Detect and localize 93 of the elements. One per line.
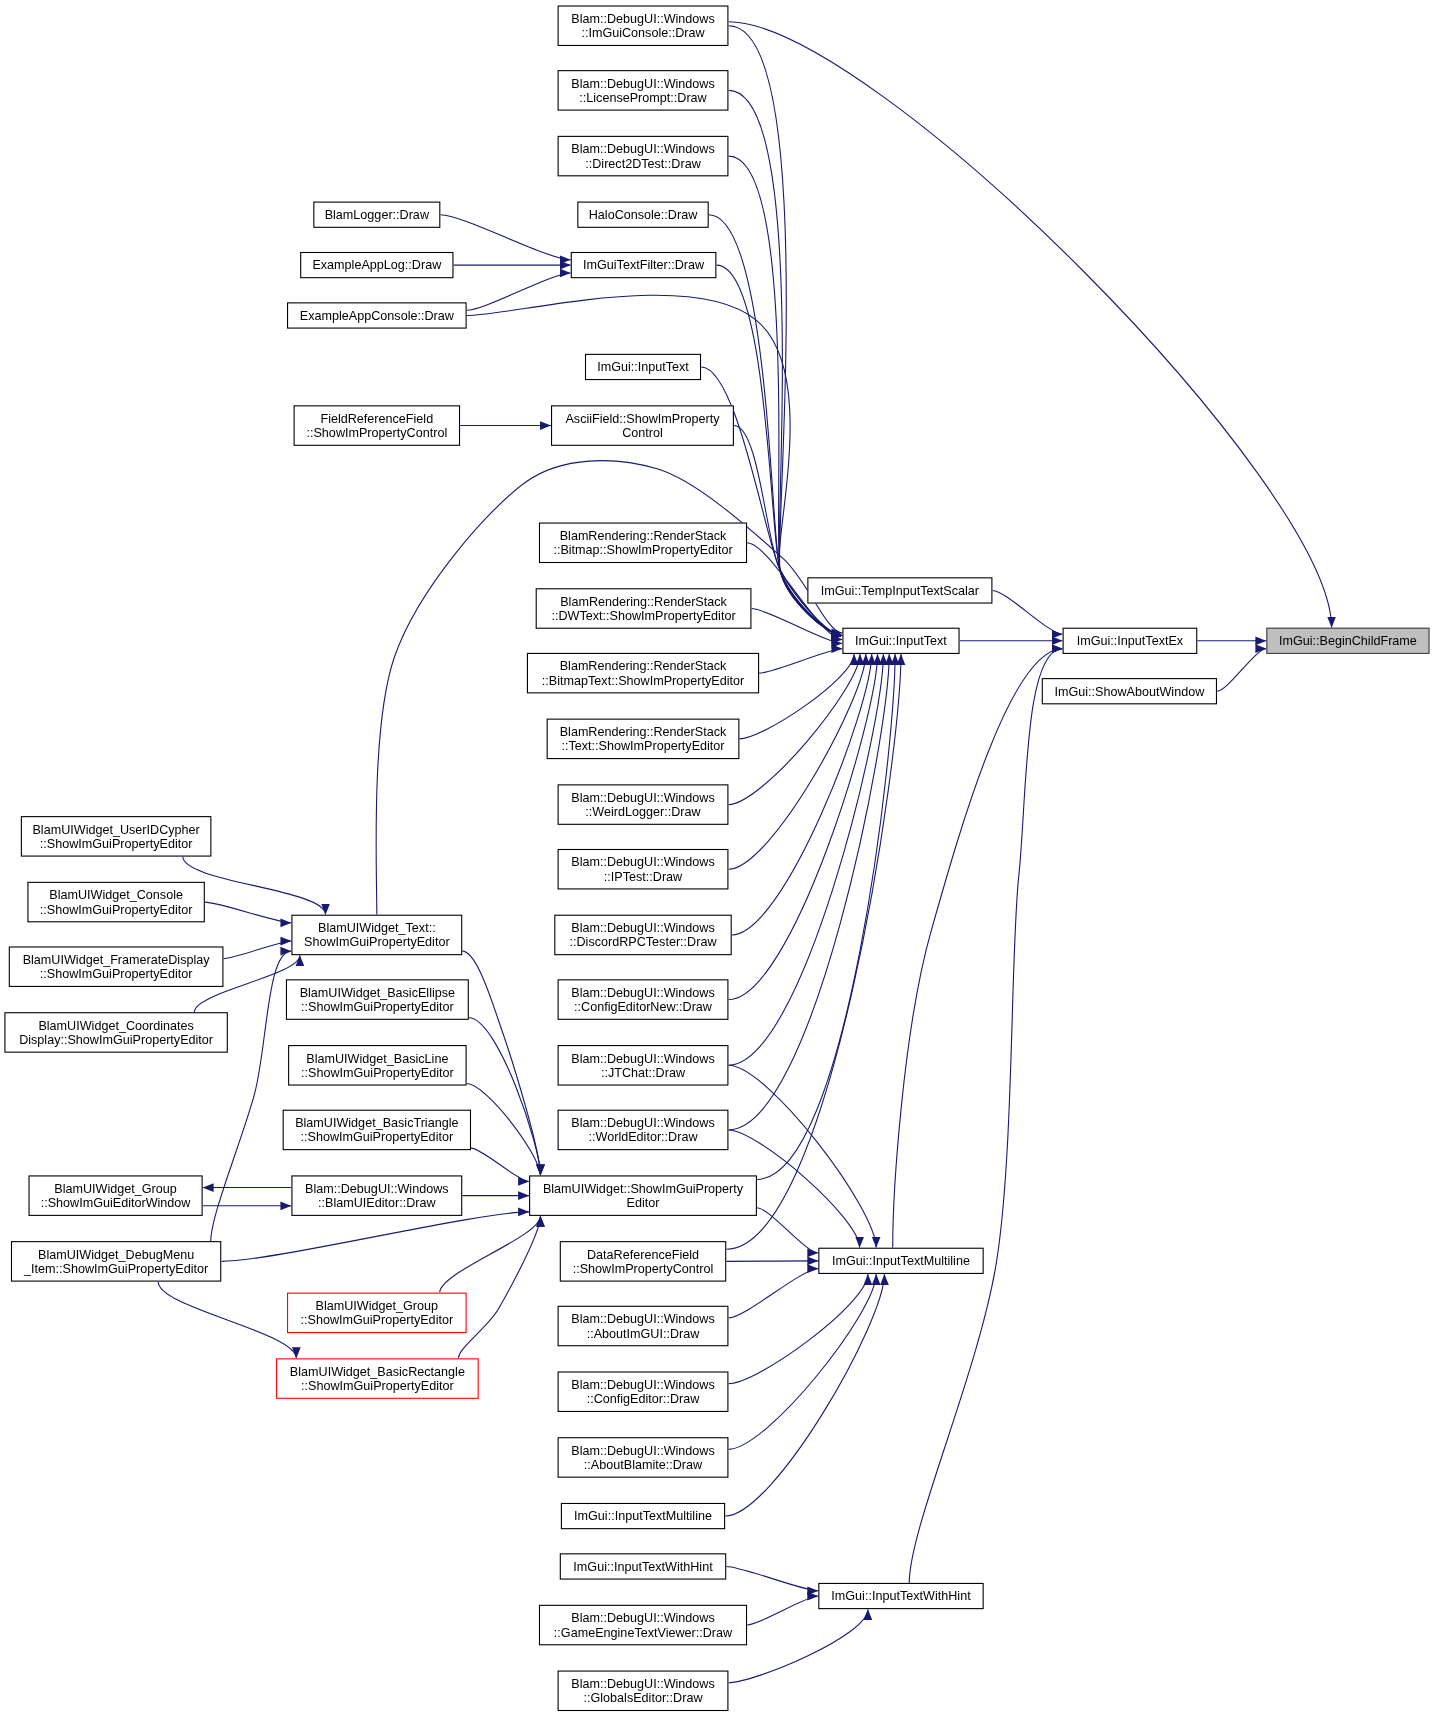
call-arrow <box>202 1183 292 1192</box>
function-box: ImGui::InputTextWithHint <box>818 1582 984 1610</box>
call-arrow <box>727 653 863 806</box>
function-box: Blam::DebugUI::Windows ::AboutBlamite::Draw <box>557 1437 729 1478</box>
function-box: ImGui::TempInputTextScalar <box>807 577 993 604</box>
call-arrow <box>959 636 1064 646</box>
call-arrow <box>375 460 843 916</box>
call-arrow <box>204 901 292 927</box>
call-arrow <box>727 1273 870 1385</box>
function-box: ImGui::InputTextWithHint <box>559 1553 727 1580</box>
call-arrow <box>470 1147 530 1184</box>
call-arrow <box>457 1215 544 1359</box>
function-box: Blam::DebugUI::Windows ::WeirdLogger::Draw <box>557 784 729 825</box>
function-box: Blam::DebugUI::Windows ::JTChat::Draw <box>557 1045 729 1086</box>
function-box: Blam::DebugUI::Windows ::BlamUIEditor::Draw <box>291 1175 463 1216</box>
function-box: ExampleAppConsole::Draw <box>287 302 467 329</box>
call-arrow <box>725 1565 819 1595</box>
call-arrow <box>727 1064 879 1249</box>
call-arrow <box>758 645 843 674</box>
function-box: BlamUIWidget_Group ::ShowImGuiPropertyEditor <box>287 1292 467 1334</box>
call-arrow <box>466 1083 543 1176</box>
function-box: Blam::DebugUI::Windows ::GlobalsEditor::Draw <box>557 1670 729 1712</box>
function-box: BlamUIWidget_BasicEllipse ::ShowImGuiPropertyEditor <box>285 979 469 1020</box>
function-box: ImGui::ShowAboutWindow <box>1041 678 1217 705</box>
call-arrow <box>452 260 572 270</box>
call-arrow <box>439 214 572 263</box>
function-box: BlamRendering::RenderStack ::Text::ShowImPropertyEditor <box>546 718 740 760</box>
call-arrow <box>746 542 843 641</box>
call-arrow <box>750 607 843 647</box>
call-arrow <box>193 954 301 1013</box>
function-box: Blam::DebugUI::Windows ::ImGuiConsole::Draw <box>557 5 729 46</box>
function-box: BlamUIWidget_Coordinates Display::ShowImGuiPropertyEditor <box>4 1012 228 1053</box>
function-box: DataReferenceField ::ShowImPropertyControl <box>559 1241 727 1282</box>
function-box: ImGui::InputText <box>842 627 960 654</box>
function-box: BlamUIWidget_Console ::ShowImGuiPropertyEditor <box>27 881 205 923</box>
function-box: BlamRendering::RenderStack ::DWText::ShowImPropertyEditor <box>535 588 752 629</box>
call-arrow <box>727 1129 862 1249</box>
function-box: ImGui::InputTextMultiline <box>560 1502 726 1530</box>
call-arrow <box>727 653 869 870</box>
call-arrow <box>202 1201 292 1211</box>
function-box: Blam::DebugUI::Windows ::AboutImGUI::Draw <box>557 1305 729 1347</box>
function-box: BlamUIWidget_UserIDCypher ::ShowImGuiPropertyEditor <box>20 816 212 857</box>
function-box: BlamUIWidget_BasicLine ::ShowImGuiPropertyEditor <box>288 1045 467 1086</box>
call-arrow <box>756 653 900 1180</box>
call-arrow <box>724 1273 888 1517</box>
function-box: Blam::DebugUI::Windows ::ConfigEditorNew::Draw <box>557 979 729 1020</box>
call-arrow <box>220 1208 530 1262</box>
function-box: Blam::DebugUI::Windows ::IPTest::Draw <box>557 848 729 890</box>
call-arrow <box>725 1256 819 1266</box>
function-box: BlamUIWidget_Group ::ShowImGuiEditorWindow <box>28 1175 203 1216</box>
function-box: Blam::DebugUI::Windows ::WorldEditor::Draw <box>557 1109 729 1151</box>
function-box: BlamUIWidget::ShowImGuiProperty Editor <box>529 1175 757 1216</box>
call-arrow <box>746 1593 819 1626</box>
call-arrow <box>727 653 881 1001</box>
function-box: Blam::DebugUI::Windows ::ConfigEditor::Draw <box>557 1371 729 1412</box>
function-box: AsciiField::ShowImProperty Control <box>551 405 734 446</box>
call-arrow <box>727 1273 879 1450</box>
function-box: Blam::DebugUI::Windows ::DiscordRPCTester::Draw <box>554 914 732 956</box>
function-box: ImGuiTextFilter::Draw <box>570 251 717 279</box>
function-box: HaloConsole::Draw <box>577 201 709 228</box>
function-box: BlamUIWidget_BasicTriangle ::ShowImGuiPropertyEditor <box>282 1109 472 1151</box>
function-box: ImGui::InputTextMultiline <box>818 1247 984 1274</box>
call-arrow <box>222 937 292 960</box>
function-box: BlamUIWidget_FramerateDisplay ::ShowImGuiPropertyEditor <box>8 946 224 987</box>
function-box: BlamRendering::RenderStack ::Bitmap::ShowImPropertyEditor <box>538 522 748 564</box>
function-box: BlamLogger::Draw <box>313 201 441 228</box>
call-arrow <box>459 421 552 430</box>
call-arrow <box>466 270 572 311</box>
function-box: ExampleAppLog::Draw <box>300 251 454 279</box>
call-arrow <box>461 1191 530 1201</box>
call-arrow <box>1216 647 1267 692</box>
call-arrow <box>731 653 875 936</box>
function-box: Blam::DebugUI::Windows ::Direct2DTest::Draw <box>557 135 729 177</box>
call-arrow <box>756 1207 819 1255</box>
call-arrow <box>733 425 843 638</box>
function-box: BlamUIWidget_Text:: ShowImGuiPropertyEditor <box>291 914 463 956</box>
call-arrow <box>727 653 893 1131</box>
function-box: BlamRendering::RenderStack ::BitmapText::ShowImPropertyEditor <box>526 652 760 694</box>
function-box: Blam::DebugUI::Windows ::LicensePrompt::Draw <box>557 70 729 111</box>
call-arrow <box>727 21 1334 629</box>
function-box: ImGui::InputTextEx <box>1062 627 1198 654</box>
call-arrow <box>182 856 327 916</box>
function-box: BlamUIWidget_BasicRectangle ::ShowImGuiPropertyEditor <box>276 1358 479 1399</box>
call-arrow <box>738 653 856 740</box>
call-arrow <box>991 589 1064 637</box>
call-arrow <box>725 653 905 1250</box>
function-box: FieldReferenceField ::ShowImPropertyControl <box>293 405 461 446</box>
function-box: Blam::DebugUI::Windows ::GameEngineTextViewer::Draw <box>538 1604 748 1646</box>
highlighted-function-box: ImGui::BeginChildFrame <box>1266 627 1430 654</box>
function-box: ImGui::InputText <box>584 353 702 381</box>
call-arrow <box>727 1266 819 1319</box>
call-arrow <box>1196 636 1267 646</box>
function-box: BlamUIWidget_DebugMenu _Item::ShowImGuiPropertyEditor <box>10 1241 222 1282</box>
